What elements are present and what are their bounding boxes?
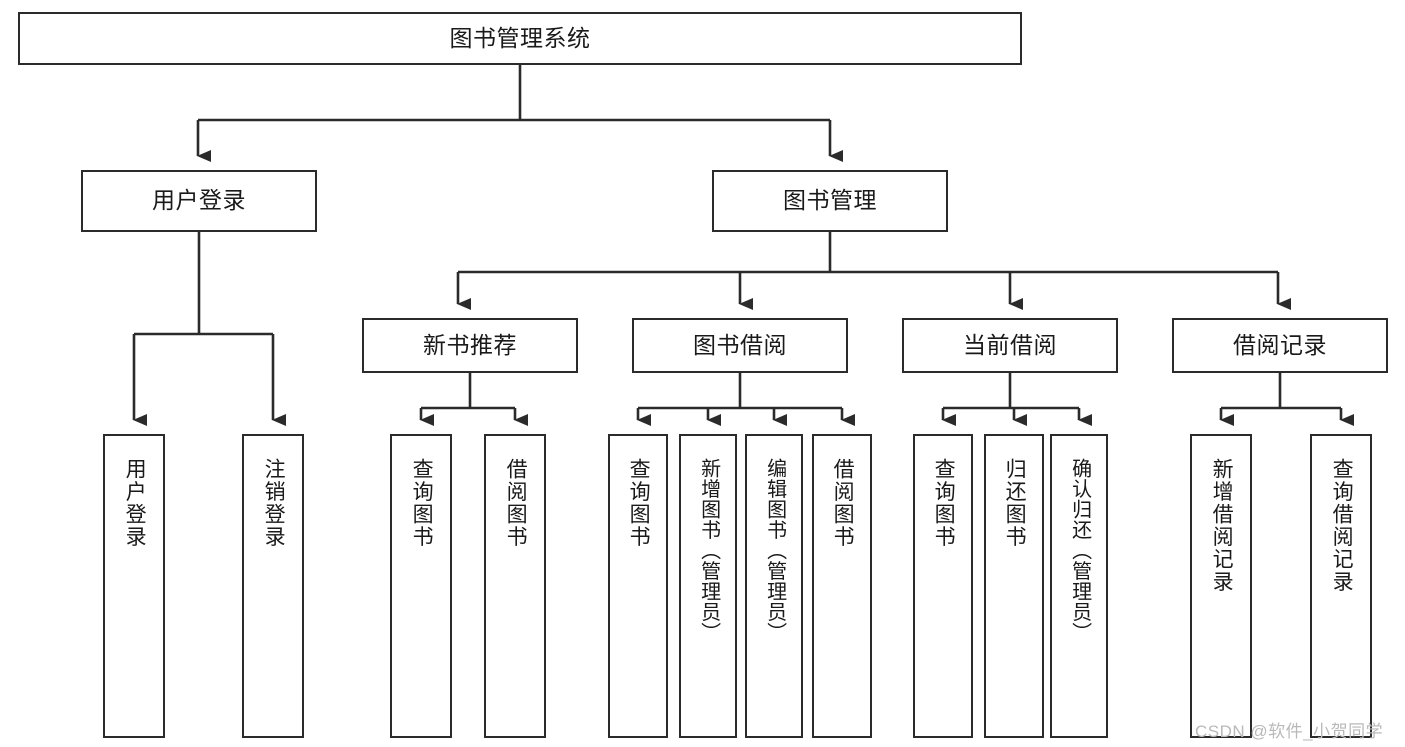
node-book-borrow-label: 图书借阅 (693, 331, 787, 358)
node-leaf-add-record[interactable]: 新增借阅记录 (1190, 434, 1252, 738)
node-leaf-user-login[interactable]: 用户登录 (103, 434, 165, 738)
node-leaf-edit-book-label: 编辑图书（管理员） (763, 458, 786, 643)
node-leaf-add-book[interactable]: 新增图书（管理员） (679, 434, 737, 738)
node-current-borrow[interactable]: 当前借阅 (902, 318, 1118, 373)
node-leaf-borrow-book-1-label: 借阅图书 (504, 458, 528, 548)
node-leaf-query-record-label: 查询借阅记录 (1330, 458, 1354, 593)
node-user-login-label: 用户登录 (152, 187, 246, 214)
node-user-login[interactable]: 用户登录 (81, 170, 317, 232)
node-leaf-add-record-label: 新增借阅记录 (1210, 458, 1234, 593)
node-root-label: 图书管理系统 (449, 24, 591, 51)
node-leaf-query-book-2-label: 查询图书 (627, 458, 651, 548)
node-book-borrow[interactable]: 图书借阅 (632, 318, 848, 373)
node-leaf-query-book-2[interactable]: 查询图书 (608, 434, 668, 738)
node-leaf-borrow-book-2[interactable]: 借阅图书 (812, 434, 872, 738)
watermark-text: CSDN @软件_小贺同学 (1195, 722, 1384, 741)
node-leaf-edit-book[interactable]: 编辑图书（管理员） (745, 434, 803, 738)
node-leaf-user-logout-label: 注销登录 (262, 458, 286, 548)
node-leaf-return-book-label: 归还图书 (1003, 458, 1027, 548)
node-leaf-confirm-return-label: 确认归还（管理员） (1068, 458, 1091, 643)
node-new-book-recommend-label: 新书推荐 (423, 331, 517, 358)
node-current-borrow-label: 当前借阅 (963, 331, 1057, 358)
node-book-management[interactable]: 图书管理 (712, 170, 948, 232)
node-leaf-borrow-book-1[interactable]: 借阅图书 (484, 434, 546, 738)
node-leaf-query-book-3-label: 查询图书 (932, 458, 956, 548)
node-leaf-query-book-3[interactable]: 查询图书 (913, 434, 973, 738)
node-root[interactable]: 图书管理系统 (18, 12, 1022, 65)
node-borrow-record-label: 借阅记录 (1233, 331, 1327, 358)
node-leaf-user-logout[interactable]: 注销登录 (242, 434, 304, 738)
node-leaf-query-record[interactable]: 查询借阅记录 (1310, 434, 1372, 738)
node-leaf-add-book-label: 新增图书（管理员） (697, 458, 720, 643)
node-leaf-user-login-label: 用户登录 (123, 458, 147, 548)
node-leaf-return-book[interactable]: 归还图书 (984, 434, 1044, 738)
node-leaf-query-book-1[interactable]: 查询图书 (390, 434, 452, 738)
node-new-book-recommend[interactable]: 新书推荐 (362, 318, 578, 373)
node-leaf-query-book-1-label: 查询图书 (410, 458, 434, 548)
node-leaf-borrow-book-2-label: 借阅图书 (831, 458, 855, 548)
node-borrow-record[interactable]: 借阅记录 (1172, 318, 1388, 373)
node-leaf-confirm-return[interactable]: 确认归还（管理员） (1050, 434, 1108, 738)
node-book-management-label: 图书管理 (783, 187, 877, 214)
